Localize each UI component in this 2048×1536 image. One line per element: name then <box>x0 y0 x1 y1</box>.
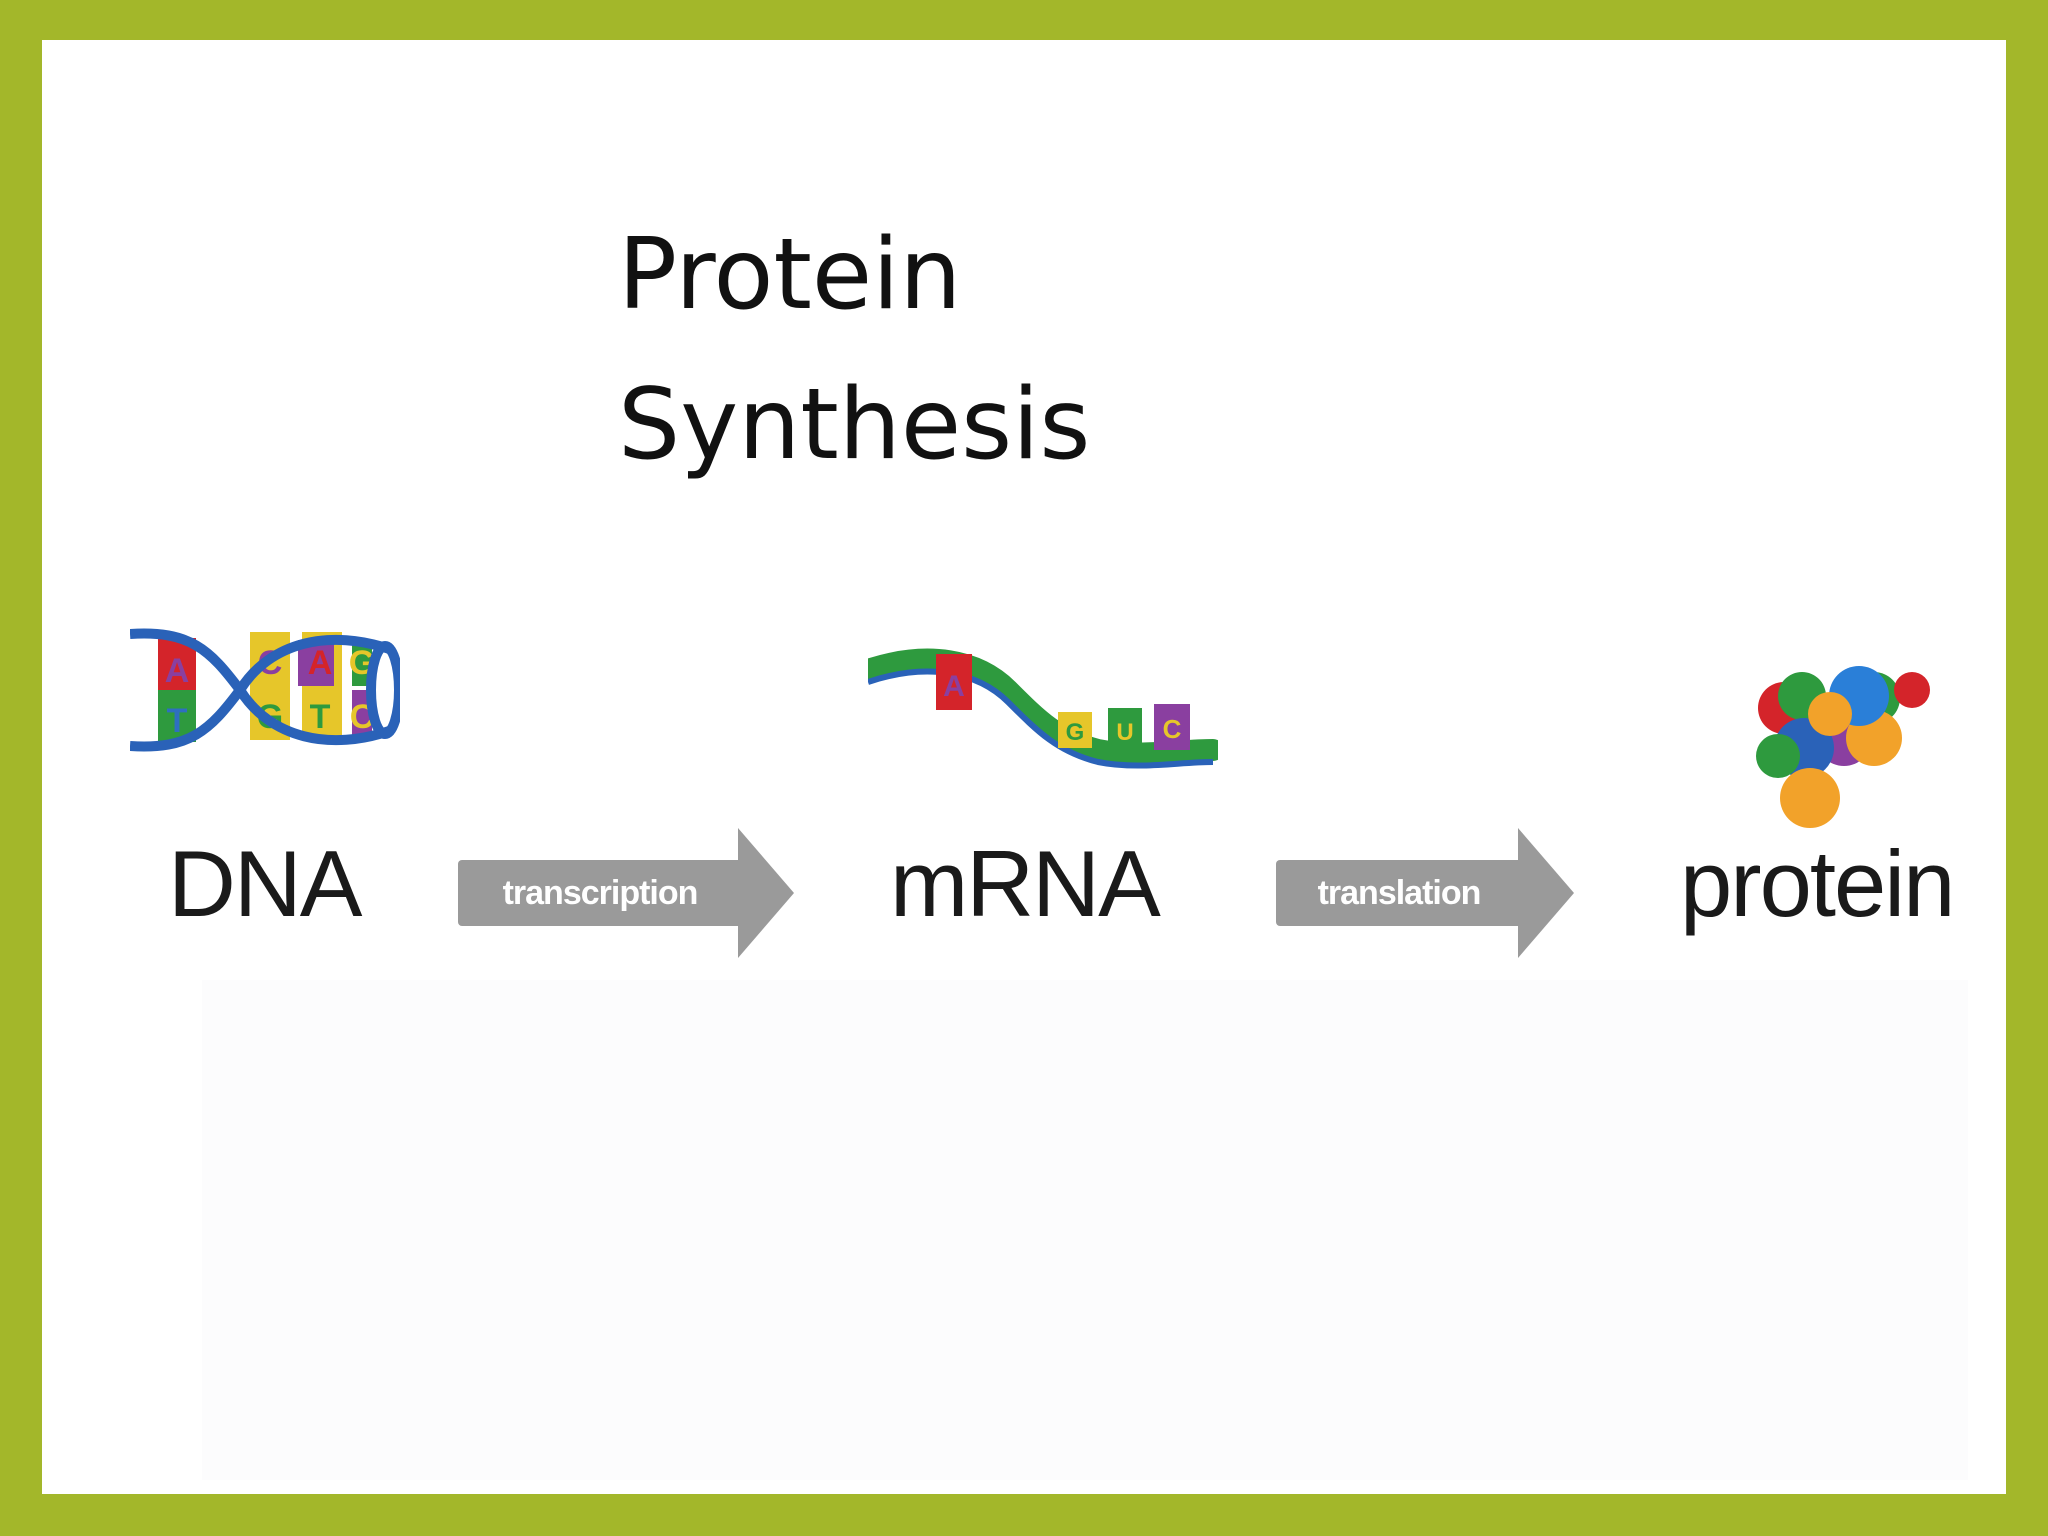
arrow-label: translation <box>1317 874 1482 912</box>
step-label-mrna: mRNA <box>890 831 1161 936</box>
dna-base-label: A <box>165 652 190 690</box>
mrna-base-label: U <box>1116 719 1133 746</box>
protein-synthesis-diagram: A C A G T G T C DNA transcription A <box>80 580 2006 1020</box>
mrna-base-label: G <box>1066 719 1085 746</box>
arrow-label: transcription <box>502 874 699 912</box>
arrow-shaft <box>1276 860 1522 926</box>
dna-double-helix-icon: A C A G T G T C <box>130 628 400 752</box>
slide: Protein Synthesis A C A G T G T C <box>42 40 2006 1494</box>
title-line-1: Protein <box>618 218 962 332</box>
arrow-head-icon <box>1518 828 1574 958</box>
step-label-protein: protein <box>1680 831 1955 936</box>
translation-arrow: translation <box>1276 828 1574 958</box>
dna-base-label: T <box>167 702 188 740</box>
slide-title: Protein Synthesis <box>618 200 1091 500</box>
arrow-shaft <box>458 860 742 926</box>
transcription-arrow: transcription <box>458 828 794 958</box>
arrow-head-icon <box>738 828 794 958</box>
dna-base-label: A <box>308 644 333 682</box>
protein-molecule-icon <box>1756 666 1930 828</box>
dna-base-label: T <box>310 698 331 736</box>
title-line-2: Synthesis <box>618 368 1091 482</box>
mrna-base-label: A <box>943 670 965 703</box>
mrna-strand-icon: A G U C <box>868 648 1218 769</box>
mrna-base-label: C <box>1163 714 1182 744</box>
illustration-background <box>202 980 1968 1480</box>
step-label-dna: DNA <box>168 831 362 936</box>
